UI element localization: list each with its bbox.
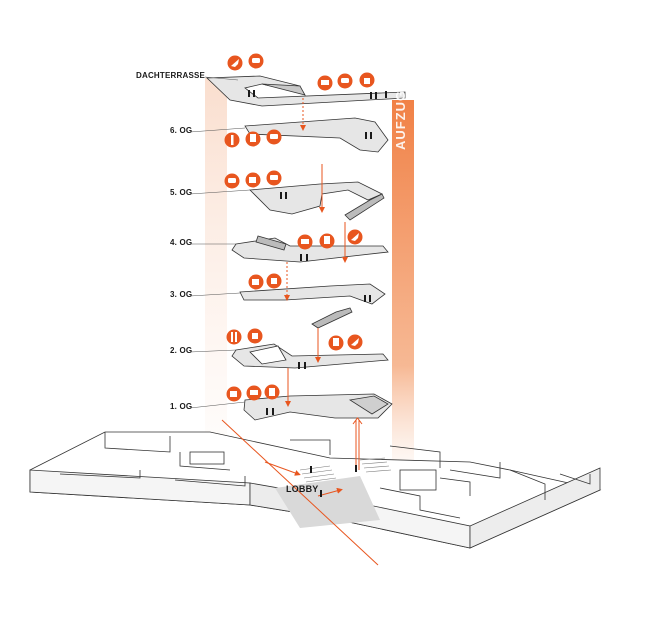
cutlery-icon <box>226 329 242 345</box>
people-figures <box>248 90 387 497</box>
slab-og3 <box>239 283 386 329</box>
circulation-arrows <box>284 98 363 470</box>
lobby-route <box>264 461 301 476</box>
slab-og1 <box>243 393 393 421</box>
slab-dachterrasse <box>206 75 406 107</box>
lift-shaft <box>392 100 414 480</box>
lobby-label: LOBBY <box>286 484 319 494</box>
ground-floor <box>29 431 602 549</box>
floor-label-og5: 5. OG <box>170 188 193 197</box>
lift-label: AUFZUG <box>393 89 408 150</box>
floor-label-og6: 6. OG <box>170 126 193 135</box>
slab-og5 <box>249 181 385 221</box>
floor-label-og1: 1. OG <box>170 402 193 411</box>
floor-label-og2: 2. OG <box>170 346 193 355</box>
slab-og2 <box>231 343 389 369</box>
label-leaders <box>189 76 251 409</box>
slab-og4 <box>231 235 389 263</box>
floor-label-og4: 4. OG <box>170 238 193 247</box>
icon-glyphs <box>228 58 370 397</box>
ghost-shaft <box>205 78 227 478</box>
entrance-axis <box>221 419 379 566</box>
floor-label-dachterrasse: DACHTERRASSE <box>136 71 206 80</box>
floor-label-og3: 3. OG <box>170 290 193 299</box>
